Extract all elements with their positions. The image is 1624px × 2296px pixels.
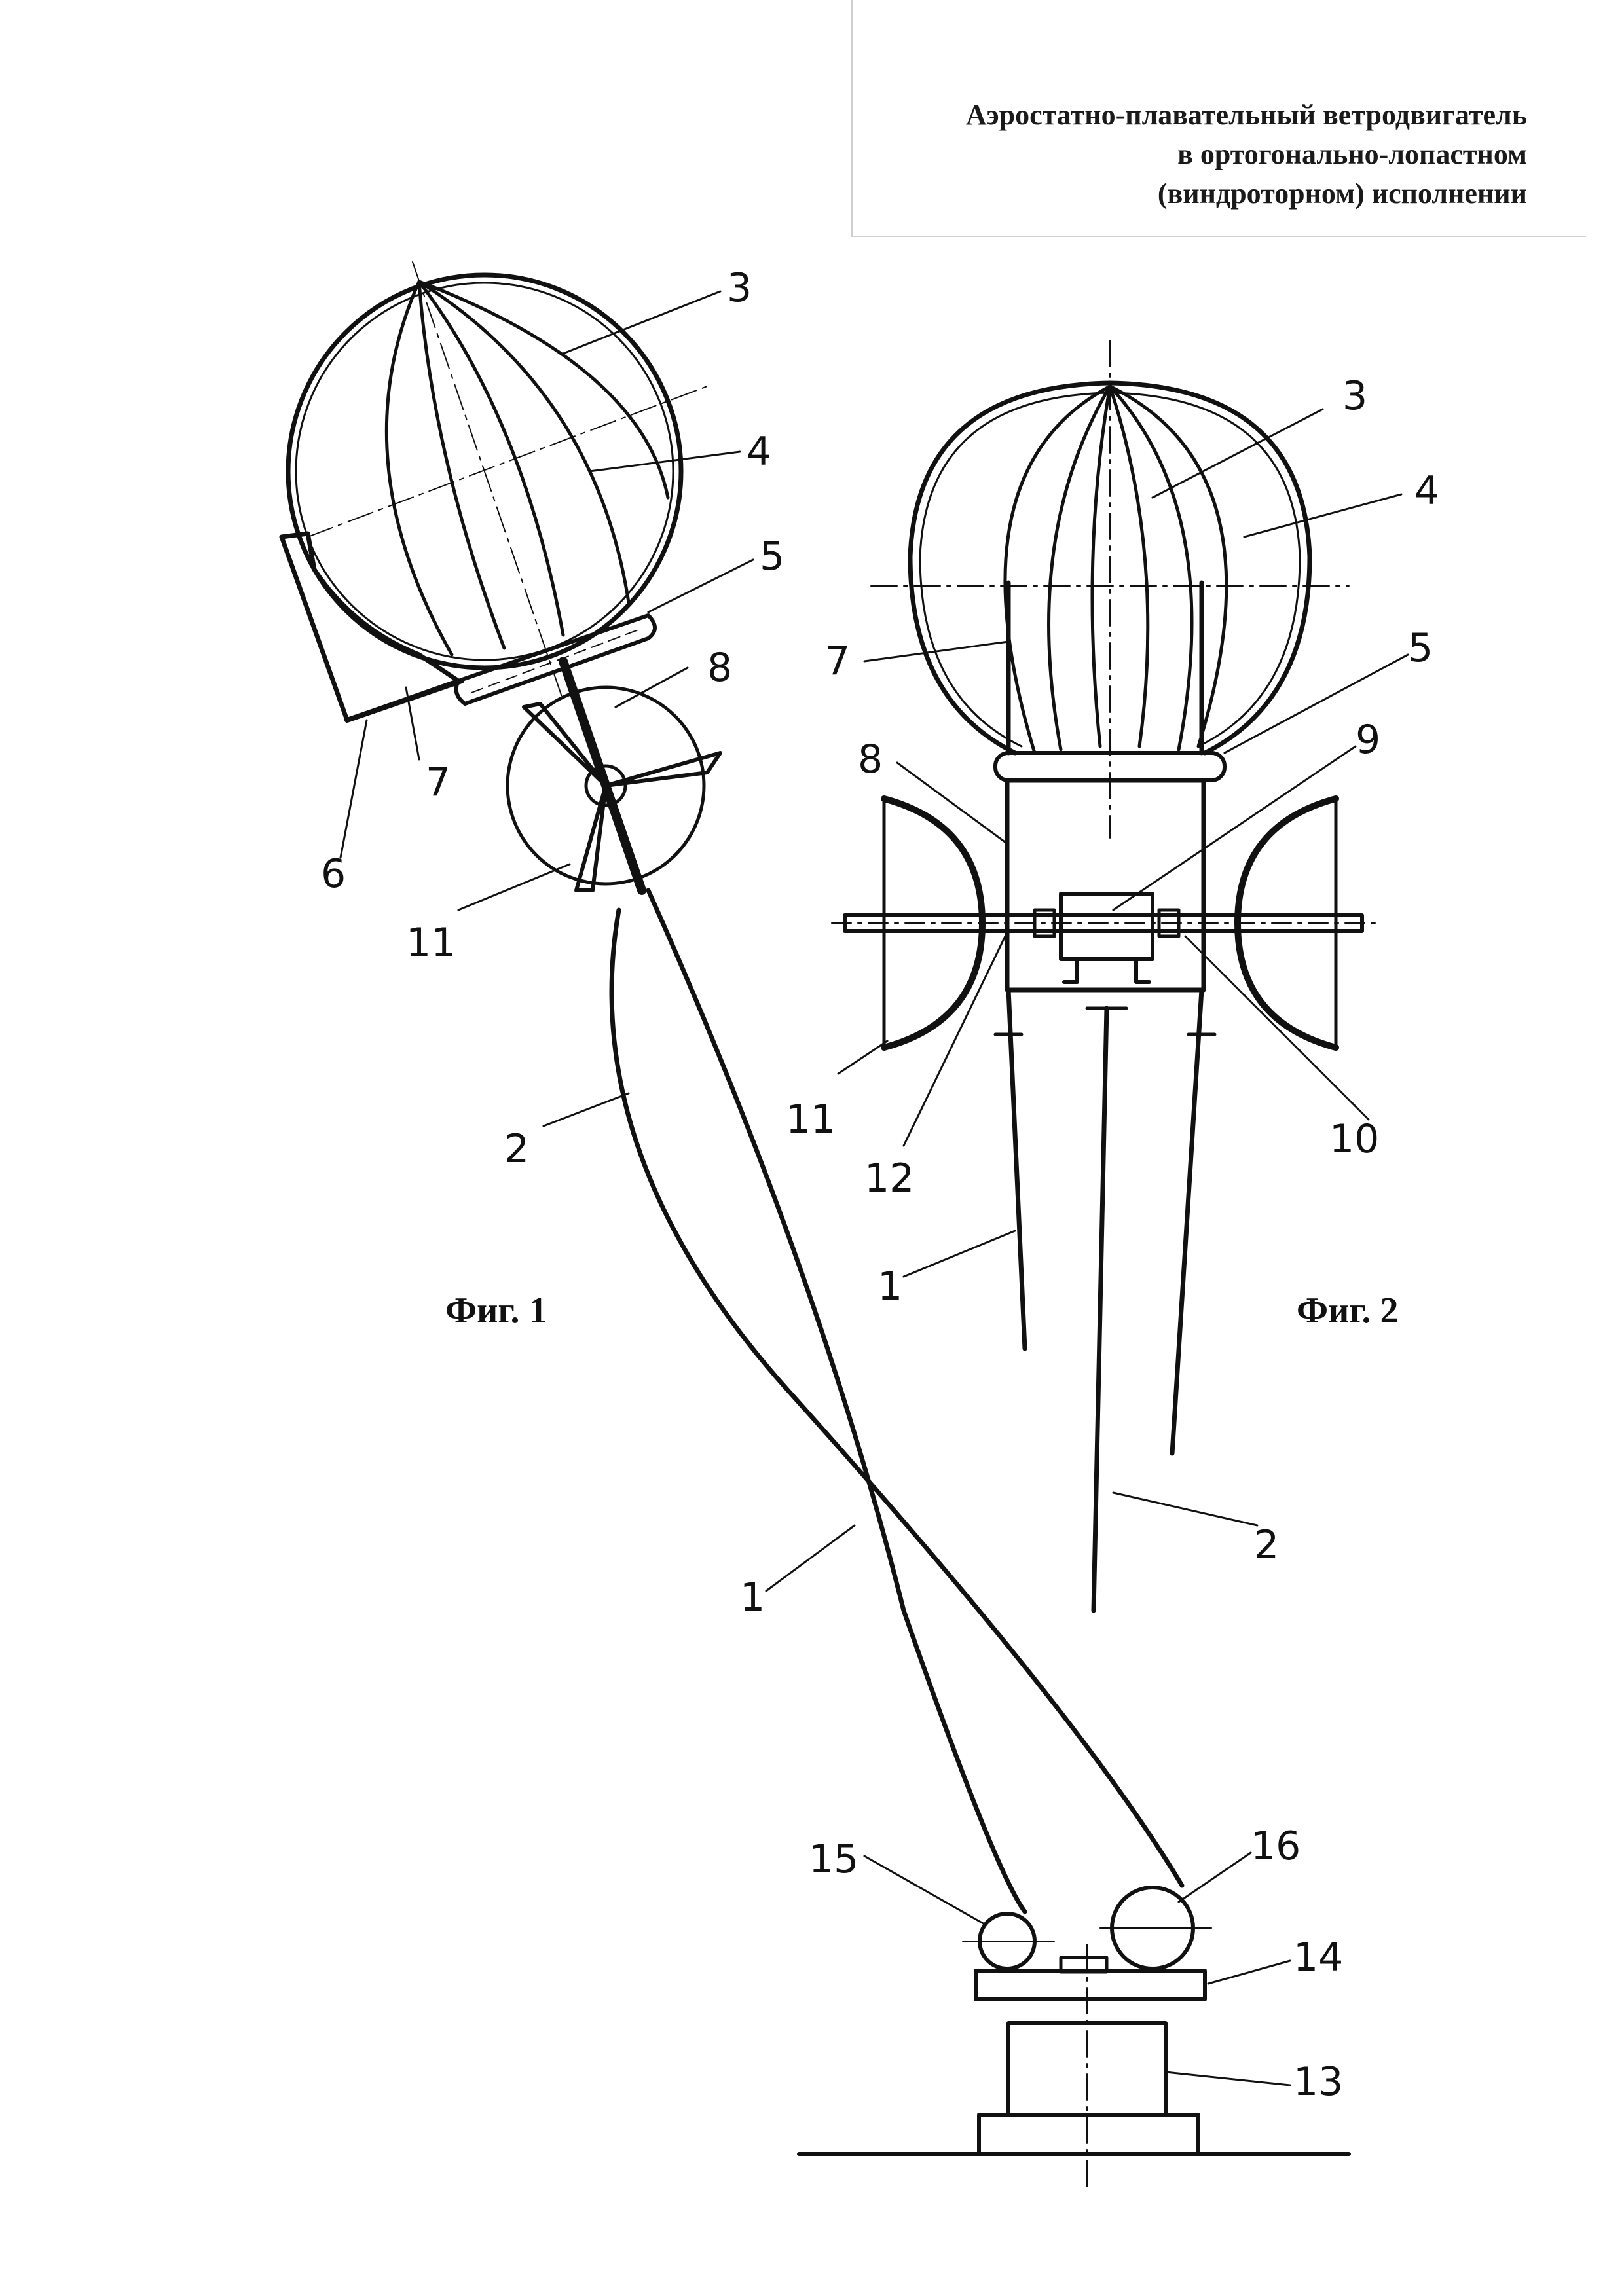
- fig1-label-6: 6: [321, 851, 346, 897]
- fig2-label-3: 3: [1342, 373, 1367, 419]
- fig2-coupling-left: [1033, 908, 1056, 938]
- fig2-label-4: 4: [1414, 468, 1439, 514]
- fig1-balloon-axis-vertical: [412, 261, 564, 701]
- title-line-1: Аэростатно-плавательный ветродвигатель: [965, 99, 1527, 131]
- fig2-balloon-ribs: [1003, 384, 1228, 755]
- fig1-tail-vane: [279, 531, 461, 723]
- fig2-coupling-right: [1157, 908, 1181, 938]
- fig2-label-2: 2: [1254, 1522, 1279, 1568]
- fig1-strut: [559, 657, 646, 895]
- fig1-tether-2: [609, 907, 1185, 1888]
- fig1-rotor-blade-b: [522, 702, 608, 788]
- fig1-foundation: [977, 2113, 1200, 2156]
- fig1-leader-lines: [339, 290, 1291, 2086]
- figure-1: 3 4 5 8 7 6 11 2 1 15 16 14 13 Фиг. 1: [279, 261, 1351, 2187]
- fig2-caption: Фиг. 2: [1297, 1290, 1398, 1331]
- fig2-rotor-blade-right: [1234, 795, 1339, 1051]
- fig1-rotor-blade-c: [574, 784, 608, 892]
- title-line-3: (виндроторном) исполнении: [1157, 177, 1527, 210]
- fig1-balloon-axis-horizontal: [307, 386, 708, 538]
- fig2-generator: [1059, 892, 1154, 961]
- fig1-label-5: 5: [760, 534, 784, 579]
- fig2-label-1: 1: [877, 1264, 902, 1309]
- fig2-leader-lines: [837, 408, 1409, 1527]
- fig1-rotor-blade-a: [604, 751, 722, 788]
- fig1-label-1: 1: [740, 1575, 765, 1620]
- fig2-label-5: 5: [1408, 625, 1433, 671]
- fig1-balloon-envelope: [286, 272, 684, 670]
- fig2-tether-1-right: [1170, 987, 1204, 1456]
- fig2-label-7: 7: [825, 638, 850, 684]
- fig2-tether-2: [1091, 1006, 1109, 1613]
- fig1-label-14: 14: [1293, 1935, 1343, 1980]
- fig2-label-12: 12: [864, 1156, 914, 1201]
- fig1-tether-1: [646, 888, 1027, 1914]
- fig1-caption: Фиг. 1: [445, 1290, 547, 1331]
- fig1-label-8: 8: [707, 645, 732, 691]
- fig1-label-13: 13: [1293, 2059, 1343, 2105]
- fig1-ring: [454, 613, 657, 706]
- fig2-tether-1-left: [1006, 987, 1027, 1351]
- fig1-balloon-envelope-inner: [295, 282, 674, 661]
- fig2-label-8: 8: [858, 737, 883, 782]
- fig1-rotor: [506, 685, 706, 886]
- fig2-label-9: 9: [1356, 717, 1380, 763]
- fig1-label-4: 4: [747, 429, 771, 475]
- fig1-label-2: 2: [504, 1126, 529, 1172]
- title-line-2: в ортогонально-лопастном: [1177, 138, 1527, 170]
- fig2-label-10: 10: [1329, 1116, 1379, 1162]
- fig1-label-16: 16: [1251, 1823, 1301, 1869]
- title-block: Аэростатно-плавательный ветродвигатель в…: [851, 0, 1586, 237]
- fig1-rotor-hub: [584, 764, 627, 807]
- fig1-label-7: 7: [426, 759, 451, 805]
- fig2-label-11: 11: [786, 1097, 836, 1142]
- fig1-platform: [974, 1969, 1207, 2001]
- fig2-rotor-blade-left: [881, 795, 986, 1051]
- fig1-label-11: 11: [406, 920, 456, 966]
- fig1-label-3: 3: [727, 265, 752, 311]
- fig1-label-15: 15: [809, 1836, 858, 1882]
- figure-2: 3 4 7 5 8 9 11 12 10 1 2 Фиг. 2: [786, 340, 1439, 1613]
